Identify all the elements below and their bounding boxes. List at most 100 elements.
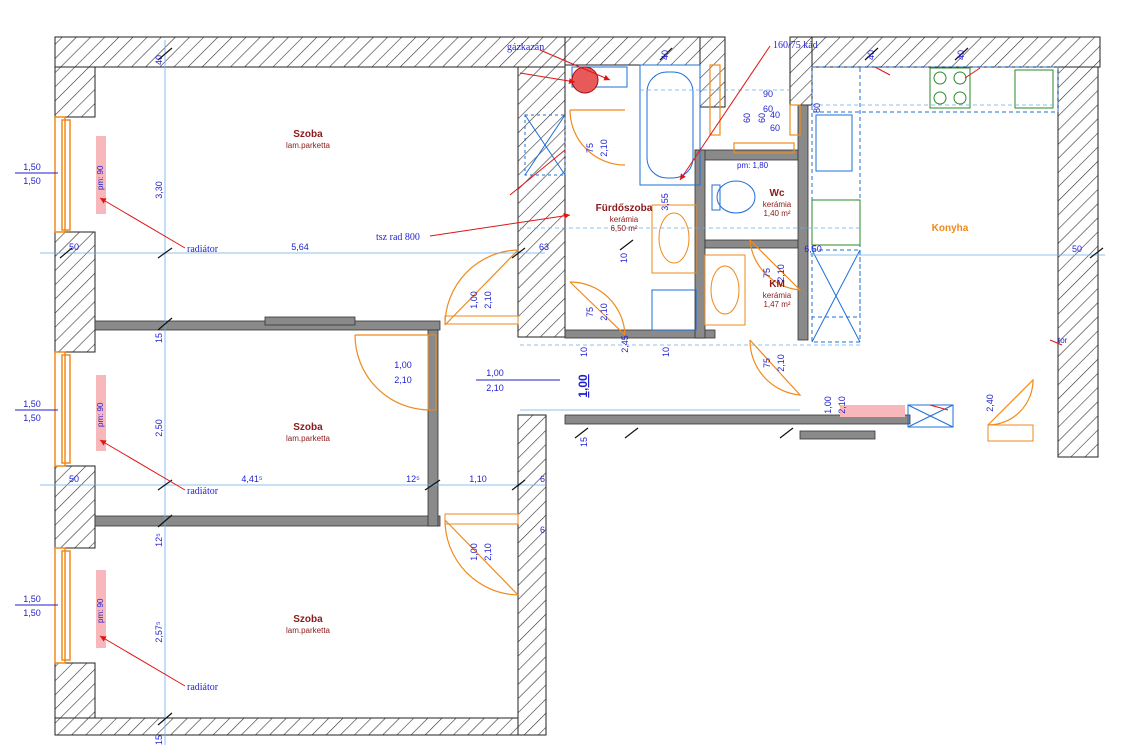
dimension-label: 2,50: [154, 419, 164, 437]
door-width-label: 75: [762, 268, 772, 278]
room-area: 1,47 m²: [763, 300, 790, 309]
dimension-label: 1,50: [23, 413, 41, 423]
wall-segment: [517, 414, 547, 736]
partition: [564, 329, 716, 339]
dimension-label: 50: [69, 242, 79, 252]
door-height-label: 2,10: [483, 543, 493, 561]
radiator-icon: [96, 136, 106, 214]
door-height-label: 2,10: [776, 354, 786, 372]
dimension-label: 50: [1072, 244, 1082, 254]
bathtub-label: 160/75 kád: [773, 40, 818, 51]
partition: [564, 414, 911, 425]
door-icon: [569, 281, 626, 337]
door-height-label: 2,10: [776, 264, 786, 282]
stove-icon: [929, 67, 971, 109]
partition: [799, 430, 876, 440]
dimension-label: 2,45: [620, 335, 630, 353]
wall-segment: [699, 36, 726, 108]
window: [54, 116, 66, 233]
dimension-label: 10: [619, 253, 629, 263]
gas-boiler-label: gázkazán: [507, 42, 544, 53]
room-name: Fürdőszoba: [596, 203, 653, 214]
door-height-label: 2,10: [599, 303, 609, 321]
room-name: Szoba: [293, 129, 323, 140]
partition: [797, 104, 809, 341]
door-width-label: 1,00: [823, 396, 833, 414]
door-width-label: 75: [762, 358, 772, 368]
door-width-label: 1,00: [486, 368, 504, 378]
dimension-label: 5,64: [291, 242, 309, 252]
partition-walls: [94, 104, 911, 527]
dimension-label: 90: [763, 89, 773, 99]
dimension-label: 40: [154, 55, 164, 65]
dimension-label: 10: [661, 347, 671, 357]
washbasin-icon: [651, 204, 697, 274]
partition: [694, 149, 806, 161]
dimension-label: 60: [757, 113, 767, 123]
dimension-label: 3,30: [154, 181, 164, 199]
sink-icon: [815, 114, 853, 172]
door-height-label: 2,10: [483, 291, 493, 309]
dimension-label: 1,50: [23, 608, 41, 618]
annotations: radiátor radiátor radiátor gázkazán 160/…: [96, 40, 1068, 693]
room-labels: Szoba lam.parketta Szoba lam.parketta Sz…: [286, 129, 969, 635]
dimension-label: 80: [812, 103, 822, 113]
dimension-label: 2,40: [985, 394, 995, 412]
door-width-label: 1,00: [469, 291, 479, 309]
radiators: [96, 136, 905, 648]
dimension-label: 10: [579, 347, 589, 357]
wall-segment: [1057, 66, 1099, 458]
room-name: KM: [769, 279, 785, 290]
towel-radiator-label: tsz rad 800: [376, 232, 420, 243]
dimension-label: 1,50: [23, 176, 41, 186]
wall-segment: [517, 66, 566, 338]
room-name: Wc: [770, 188, 785, 199]
window-sill-label: pm: 90: [96, 598, 105, 623]
dimension-label: 12⁵: [406, 474, 420, 484]
counter-icon: [811, 66, 1059, 113]
partition: [264, 316, 356, 326]
door-width-label: 1,00: [394, 360, 412, 370]
room-floor: lam.parketta: [286, 141, 331, 150]
dimension-label: 6: [540, 474, 545, 484]
wall-segment: [564, 36, 716, 66]
dimension-label: 63: [539, 242, 549, 252]
door-width-label: 75: [585, 143, 595, 153]
kitchen-fixtures: [811, 66, 1059, 428]
dimension-label: 1,50: [23, 594, 41, 604]
door-icon: [987, 378, 1034, 426]
dimension-label: 2,57⁵: [154, 621, 164, 643]
dimension-label: 6,50: [804, 244, 822, 254]
dimension-label: 1,50: [23, 399, 41, 409]
room-floor: lam.parketta: [286, 434, 331, 443]
dimension-label: 60: [742, 113, 752, 123]
radiator-label: radiátor: [187, 486, 219, 497]
dimension-lines: [40, 40, 1105, 745]
washbasin-icon: [704, 254, 746, 326]
door-icon: [444, 519, 520, 596]
radiator-label: radiátor: [187, 244, 219, 255]
room-area: 1,40 m²: [763, 209, 790, 218]
windows: [54, 116, 71, 664]
radiator-icon: [96, 570, 106, 648]
room-floor: lam.parketta: [286, 626, 331, 635]
door-height-label: 2,10: [599, 139, 609, 157]
dimension-label: 40: [660, 50, 670, 60]
fridge-icon: [1014, 69, 1054, 109]
radiator-icon: [96, 375, 106, 451]
dimension-label: 1,10: [469, 474, 487, 484]
door-height-label: 2,10: [837, 396, 847, 414]
dimension-texts: 1,50 1,50 1,50 1,50 1,50 1,50 50 50 50 5…: [23, 50, 1082, 745]
door-icon: [444, 249, 519, 326]
room-floor: kerámia: [763, 291, 792, 300]
door-width-label: 1,00: [469, 543, 479, 561]
room-name: Szoba: [293, 422, 323, 433]
dimension-label: 12⁵: [154, 533, 164, 547]
gas-boiler-icon: [571, 66, 599, 94]
hall-width-label: 1,00: [576, 374, 590, 398]
wall-segment: [54, 231, 96, 353]
window-sill-label: pm: 90: [96, 165, 105, 190]
dimension-label: 40: [956, 50, 966, 60]
wall-segment: [54, 717, 546, 736]
